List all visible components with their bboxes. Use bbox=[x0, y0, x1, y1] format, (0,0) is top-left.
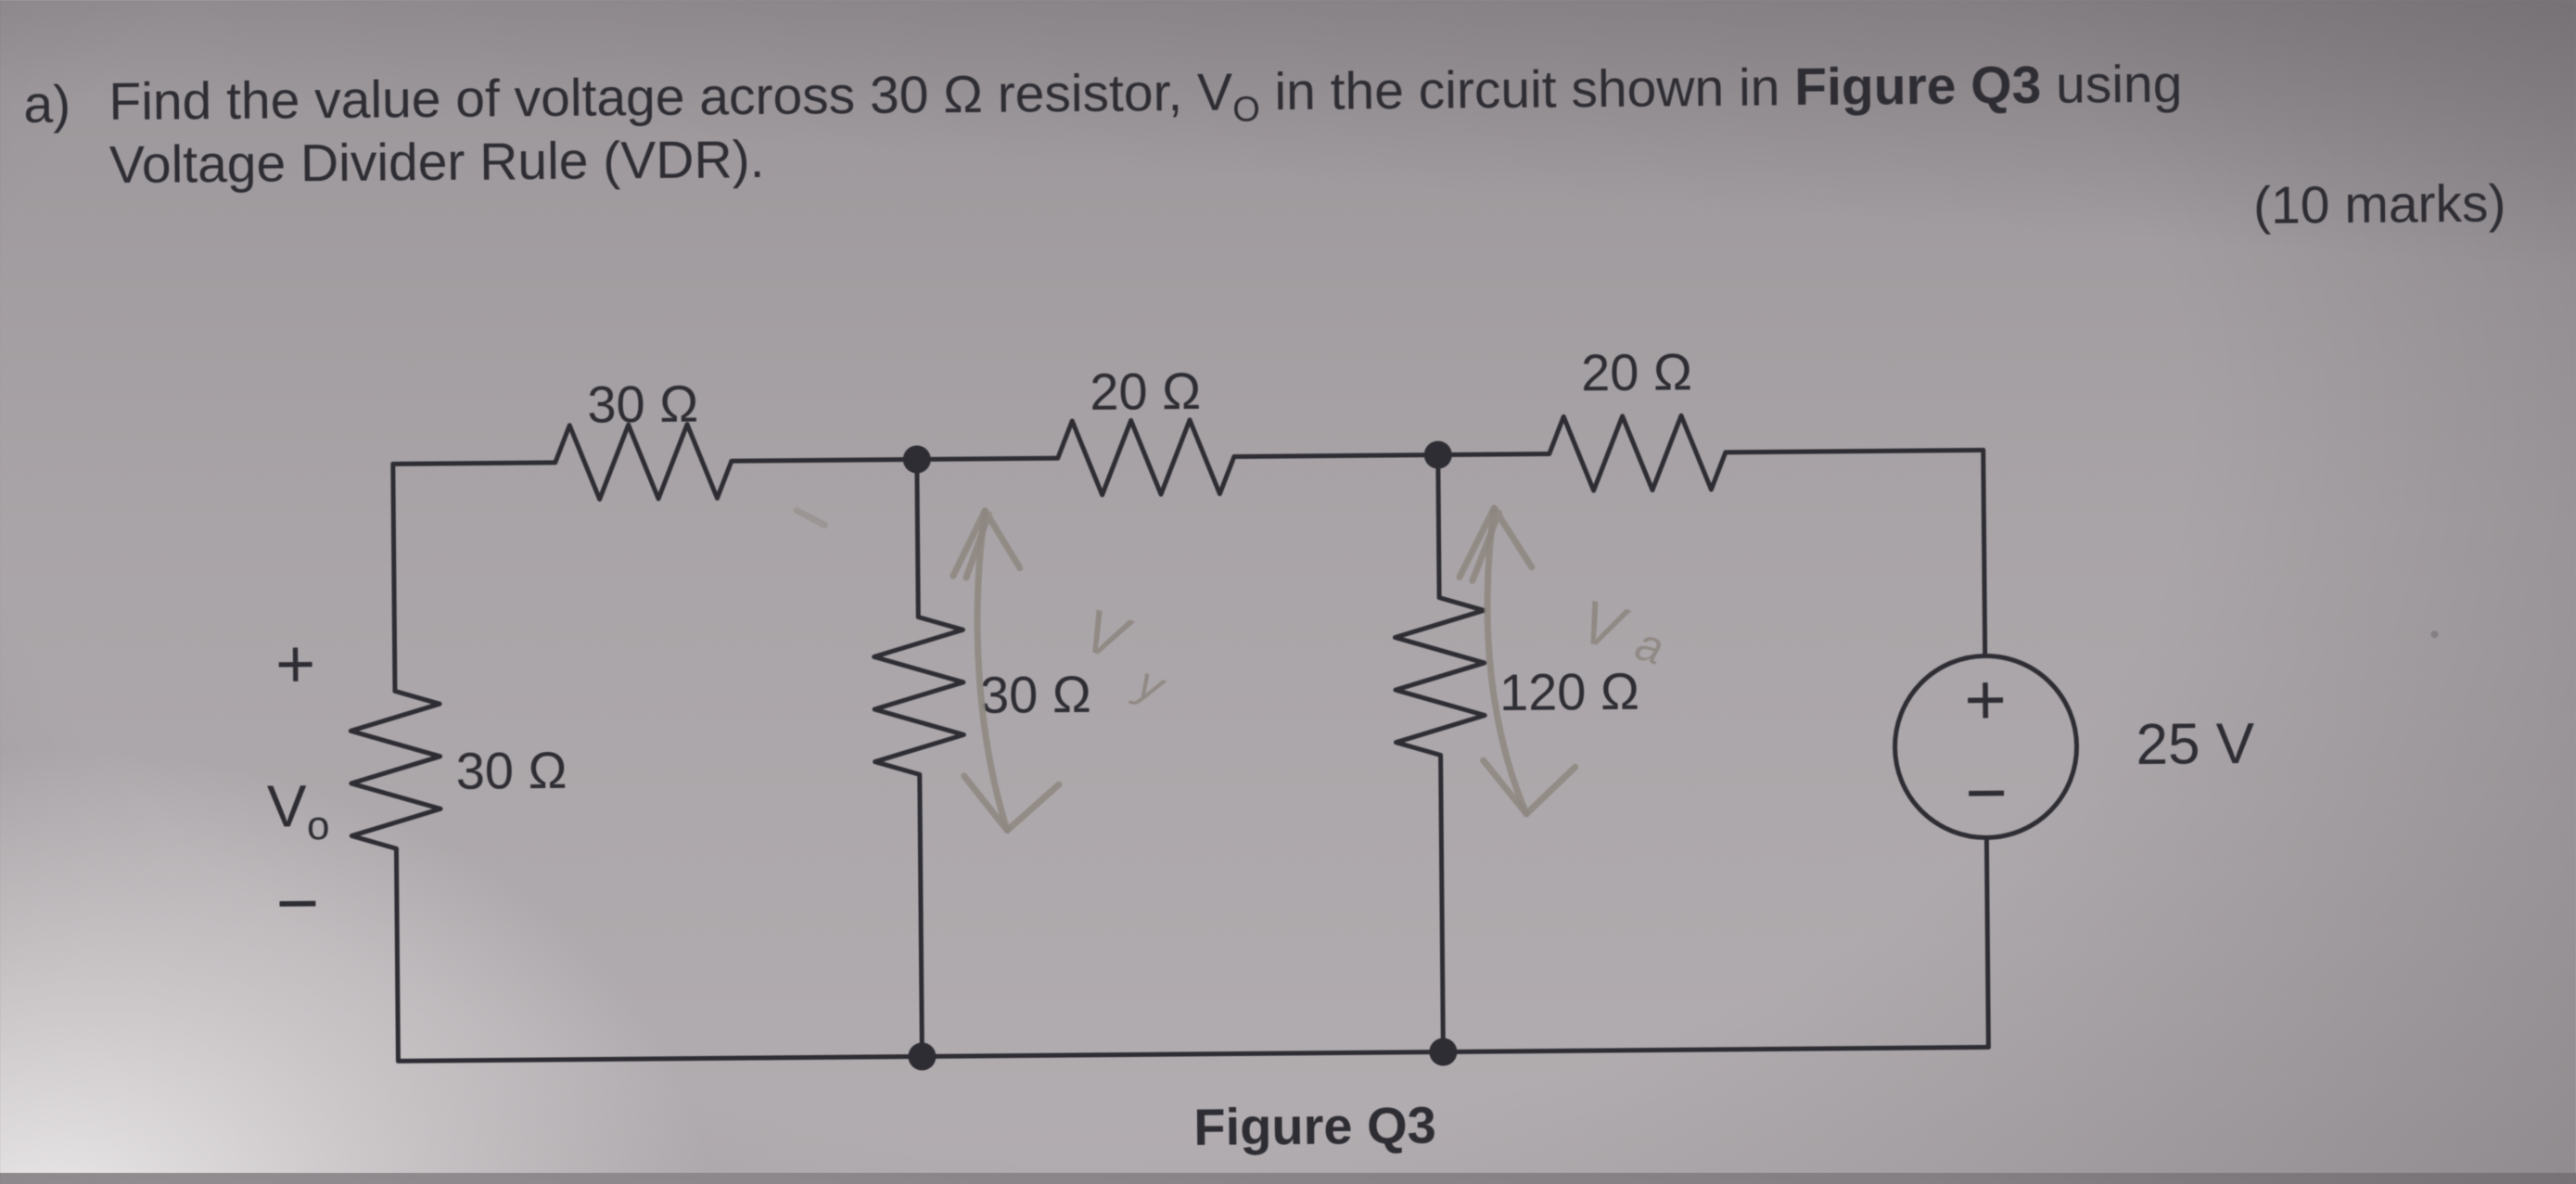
pencil-arrowhead-bottom bbox=[1480, 757, 1579, 818]
figure-reference: Figure Q3 bbox=[1794, 56, 2042, 117]
node-dot bbox=[902, 445, 931, 474]
figure-caption: Figure Q3 bbox=[1193, 1096, 1436, 1156]
handwritten-v1: V bbox=[1075, 595, 1140, 675]
source-bottom-lead bbox=[1983, 834, 1991, 1050]
source-minus-sign: − bbox=[1965, 751, 2008, 833]
question-line1: Find the value of voltage across 30 Ω re… bbox=[108, 55, 2183, 140]
pencil-stray-mark bbox=[793, 507, 828, 528]
question-line1-pre: Find the value of voltage across 30 Ω re… bbox=[108, 63, 1232, 133]
label-right-resistor: 120 Ω bbox=[1499, 662, 1639, 721]
handwritten-v2: V bbox=[1574, 586, 1636, 664]
top-wire-with-series-resistors bbox=[390, 413, 1986, 502]
dust-speck bbox=[2430, 630, 2439, 639]
pencil-annotation-va: V a bbox=[1456, 504, 1670, 818]
pencil-arrowhead-bottom bbox=[961, 772, 1063, 834]
node-dot bbox=[1423, 440, 1452, 469]
right-branch-resistor-120ohm bbox=[1392, 452, 1487, 1055]
question-line1-end: using bbox=[2041, 55, 2183, 115]
middle-branch-resistor-30ohm bbox=[872, 456, 966, 1059]
output-voltage-label: Vo bbox=[267, 772, 330, 849]
handwritten-v2-subscript: a bbox=[1629, 617, 1669, 675]
label-left-resistor: 30 Ω bbox=[455, 741, 567, 800]
output-voltage-subscript: o bbox=[307, 803, 330, 848]
pencil-arrow-middle bbox=[974, 507, 1011, 834]
node-dot bbox=[908, 1042, 937, 1071]
node-dot bbox=[1429, 1038, 1458, 1066]
label-top-resistor-2: 20 Ω bbox=[1090, 362, 1201, 421]
question-line1-mid: in the circuit shown in bbox=[1259, 57, 1794, 121]
label-top-resistor-1: 30 Ω bbox=[587, 375, 698, 434]
source-plus-sign: + bbox=[1964, 658, 2007, 740]
vo-subscript: O bbox=[1232, 90, 1260, 129]
label-middle-resistor: 30 Ω bbox=[980, 665, 1091, 724]
question-item-label: a) bbox=[23, 74, 70, 134]
question-line2: Voltage Divider Rule (VDR). bbox=[109, 130, 765, 195]
output-plus-sign: + bbox=[275, 625, 316, 702]
pencil-arrowhead-top bbox=[950, 507, 1024, 581]
output-voltage-v: V bbox=[267, 772, 308, 839]
output-minus-sign: − bbox=[275, 861, 319, 944]
label-top-resistor-3: 20 Ω bbox=[1581, 342, 1692, 401]
source-top-lead bbox=[1981, 447, 1988, 658]
source-value-label: 25 V bbox=[2136, 712, 2255, 777]
left-branch-resistor-30ohm bbox=[348, 461, 443, 1063]
pencil-arrow-right bbox=[1484, 504, 1530, 818]
marks-label: (10 marks) bbox=[2253, 174, 2506, 236]
bottom-wire bbox=[395, 1044, 1991, 1063]
handwritten-v1-subscript: y bbox=[1128, 655, 1173, 713]
pencil-arrowhead-top bbox=[1456, 504, 1536, 584]
